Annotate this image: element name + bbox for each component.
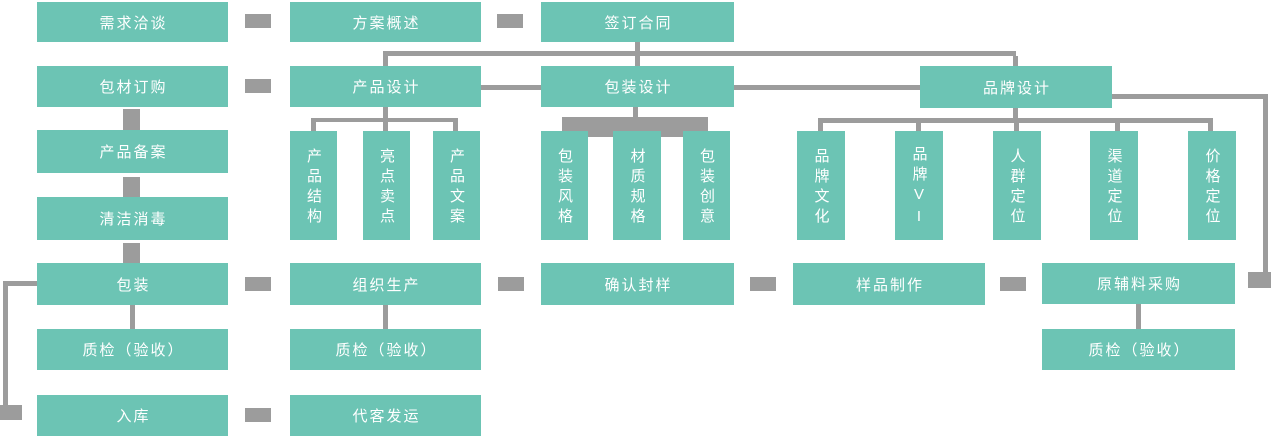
- edge-brand-child3-drop: [1014, 123, 1019, 131]
- node-brand-culture-label: 品牌文化: [812, 148, 830, 228]
- node-package-creativity: 包装创意: [683, 131, 730, 240]
- node-qc-accept-left: 质检（验收）: [37, 329, 228, 370]
- node-package-style: 包装风格: [541, 131, 588, 240]
- edge-left-vline: [3, 281, 8, 410]
- edge-packagedesign-branddesign: [734, 85, 920, 90]
- edge-packing-to-qc: [130, 305, 135, 329]
- node-raw-material-purchase: 原辅料采购: [1042, 263, 1235, 304]
- node-brand-culture: 品牌文化: [797, 131, 845, 240]
- node-product-structure: 产品结构: [290, 131, 337, 240]
- node-audience-positioning: 人群定位: [993, 131, 1041, 240]
- node-plan-overview: 方案概述: [290, 2, 481, 42]
- node-organize-production: 组织生产: [290, 263, 481, 305]
- node-channel-positioning: 渠道定位: [1090, 131, 1138, 240]
- node-cleaning-disinfect: 清洁消毒: [37, 197, 228, 240]
- edge-dash-material-productdesign: [245, 79, 271, 93]
- edge-branddesign-stub: [1013, 107, 1018, 118]
- edge-pd-child3-drop: [453, 122, 458, 131]
- edge-cleaning-to-packing: [123, 243, 140, 263]
- edge-dash-confirm-sample: [750, 277, 776, 291]
- node-product-copywriting: 产品文案: [433, 131, 480, 240]
- edge-productdesign-packagedesign: [481, 85, 541, 90]
- edge-dash-warehouse-shipping: [245, 408, 271, 422]
- node-qc-accept-right: 质检（验收）: [1042, 329, 1235, 370]
- edge-packing-left-hline: [3, 281, 37, 286]
- node-qc-accept-mid: 质检（验收）: [290, 329, 481, 370]
- node-audience-positioning-label: 人群定位: [1008, 148, 1026, 228]
- edge-dash-packing-organize: [245, 277, 271, 291]
- edge-dash-plan-contract: [497, 14, 523, 28]
- node-brand-vi-label: 品牌VI: [910, 146, 928, 230]
- edge-material-to-filing: [123, 109, 140, 130]
- edge-brand-child5-drop: [1208, 123, 1213, 131]
- edge-branddesign-right-hline: [1112, 94, 1268, 99]
- node-package-creativity-label: 包装创意: [698, 148, 715, 228]
- edge-brand-child1-drop: [818, 123, 823, 131]
- edge-pd-children-hline: [311, 118, 458, 122]
- node-packing: 包装: [37, 263, 228, 305]
- edge-package-children-bar: [562, 117, 708, 137]
- node-demand-talk: 需求洽谈: [37, 2, 228, 42]
- edge-filing-to-cleaning: [123, 177, 140, 197]
- node-product-filing: 产品备案: [37, 130, 228, 173]
- edge-dash-sample-raw: [1000, 277, 1026, 291]
- node-package-style-label: 包装风格: [556, 148, 573, 228]
- edge-drop-package-design: [635, 56, 640, 66]
- edge-dash-organize-confirm: [498, 277, 524, 291]
- node-price-positioning: 价格定位: [1188, 131, 1236, 240]
- edge-pd-child2-drop: [383, 122, 388, 131]
- edge-brand-child2-drop: [916, 123, 921, 131]
- edge-right-vline: [1263, 94, 1268, 276]
- node-confirm-sample: 确认封样: [541, 263, 734, 305]
- node-material-order: 包材订购: [37, 66, 228, 107]
- edge-productdesign-stub: [383, 107, 388, 119]
- node-sample-making: 样品制作: [793, 263, 985, 305]
- edge-brand-child4-drop: [1115, 123, 1120, 131]
- node-product-design: 产品设计: [290, 66, 481, 107]
- edge-contract-riser: [635, 40, 640, 52]
- edge-raw-to-qc: [1136, 304, 1141, 329]
- edge-contract-hline: [383, 51, 1016, 56]
- node-product-copywriting-label: 产品文案: [448, 148, 465, 228]
- node-product-structure-label: 产品结构: [305, 148, 322, 228]
- node-highlight-selling-points-label: 亮点卖点: [378, 148, 395, 228]
- node-package-design: 包装设计: [541, 66, 734, 107]
- node-customer-shipping: 代客发运: [290, 395, 481, 436]
- edge-brand-children-hline: [818, 118, 1213, 123]
- node-price-positioning-label: 价格定位: [1203, 148, 1221, 228]
- node-brand-vi: 品牌VI: [895, 131, 943, 240]
- node-brand-design: 品牌设计: [920, 66, 1112, 108]
- edge-organize-to-qc: [383, 305, 388, 329]
- edge-drop-product-design: [383, 56, 388, 66]
- node-highlight-selling-points: 亮点卖点: [363, 131, 410, 240]
- node-material-specs-label: 材质规格: [628, 148, 646, 228]
- node-material-specs: 材质规格: [613, 131, 661, 240]
- edge-packagedesign-stub: [633, 107, 638, 117]
- node-warehouse-in: 入库: [37, 395, 228, 436]
- edge-dash-demand-plan: [245, 14, 271, 28]
- edge-drop-brand-design: [1013, 56, 1018, 66]
- node-channel-positioning-label: 渠道定位: [1105, 148, 1123, 228]
- node-sign-contract: 签订合同: [541, 2, 734, 42]
- edge-dash-right-to-raw: [1248, 272, 1271, 288]
- edge-pd-child1-drop: [311, 122, 316, 131]
